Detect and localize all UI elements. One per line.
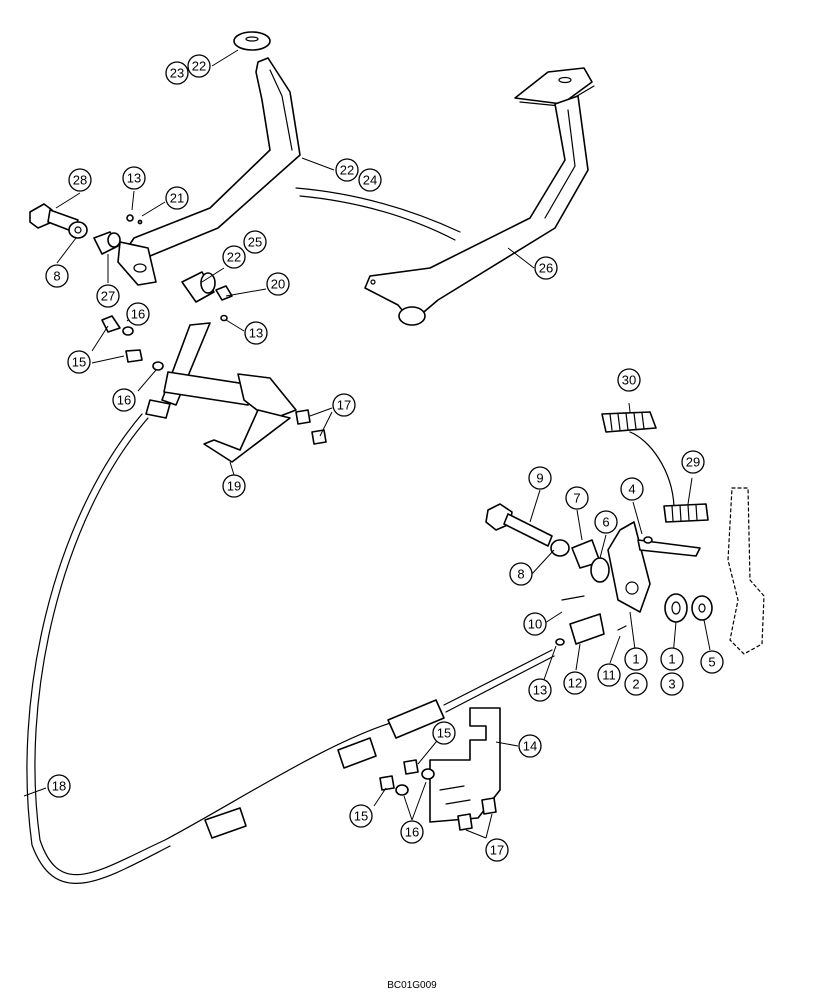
svg-text:26: 26 (539, 261, 553, 276)
callout-16c: 16 (400, 820, 424, 844)
svg-text:19: 19 (227, 479, 241, 494)
svg-text:22: 22 (340, 163, 354, 178)
svg-text:1: 1 (668, 652, 675, 667)
callout-16a: 16 (126, 302, 150, 326)
callout-13c: 13 (528, 678, 552, 702)
svg-text:9: 9 (536, 471, 543, 486)
callout-21: 21 (165, 186, 189, 210)
svg-text:7: 7 (573, 491, 580, 506)
svg-text:16: 16 (131, 307, 145, 322)
callout-6: 6 (594, 510, 618, 534)
callout-15c: 15 (349, 804, 373, 828)
svg-text:15: 15 (72, 355, 86, 370)
svg-text:30: 30 (622, 373, 636, 388)
callout-19: 19 (222, 474, 246, 498)
svg-text:12: 12 (568, 676, 582, 691)
svg-text:22: 22 (192, 59, 206, 74)
callout-23: 23 (165, 61, 189, 85)
svg-text:13: 13 (249, 326, 263, 341)
svg-text:28: 28 (73, 173, 87, 188)
svg-text:1: 1 (632, 652, 639, 667)
callout-22c: 22 (222, 245, 246, 269)
svg-text:16: 16 (405, 825, 419, 840)
callout-22b: 22 (335, 158, 359, 182)
svg-text:8: 8 (53, 269, 60, 284)
svg-text:4: 4 (628, 482, 635, 497)
svg-text:20: 20 (271, 277, 285, 292)
svg-text:2: 2 (632, 677, 639, 692)
svg-text:21: 21 (170, 191, 184, 206)
callout-17b: 17 (485, 838, 509, 862)
svg-text:14: 14 (523, 739, 537, 754)
callout-18: 18 (47, 774, 71, 798)
callout-11: 11 (597, 663, 621, 687)
callout-24: 24 (358, 168, 382, 192)
callout-8b: 8 (509, 562, 533, 586)
callout-20: 20 (266, 272, 290, 296)
pedal-linkage-right (485, 411, 765, 655)
svg-text:15: 15 (437, 726, 451, 741)
callout-9: 9 (528, 466, 552, 490)
svg-text:15: 15 (354, 809, 368, 824)
callout-13a: 13 (122, 166, 146, 190)
svg-text:3: 3 (668, 677, 675, 692)
pedal-arm-left (117, 31, 301, 286)
svg-text:16: 16 (117, 393, 131, 408)
svg-text:18: 18 (52, 779, 66, 794)
callout-14: 14 (518, 734, 542, 758)
callout-13b: 13 (244, 321, 268, 345)
callout-30: 30 (617, 368, 641, 392)
cross-shaft-line (295, 187, 461, 241)
svg-text:5: 5 (708, 655, 715, 670)
leader-lines (23, 49, 711, 839)
bolt-assembly-left (29, 203, 143, 255)
callout-29: 29 (681, 450, 705, 474)
cable-end-bracket (101, 315, 327, 463)
callout-10: 10 (523, 612, 547, 636)
callout-28: 28 (68, 168, 92, 192)
svg-text:11: 11 (602, 668, 616, 683)
mounting-bracket (379, 707, 501, 831)
callout-15a: 15 (67, 350, 91, 374)
svg-text:8: 8 (517, 567, 524, 582)
svg-text:23: 23 (170, 66, 184, 81)
callout-27: 27 (96, 284, 120, 308)
callout-3: 3 (660, 672, 684, 696)
svg-text:27: 27 (101, 289, 115, 304)
callout-1b: 1 (660, 647, 684, 671)
callout-12: 12 (563, 671, 587, 695)
callout-16b: 16 (112, 388, 136, 412)
svg-text:13: 13 (127, 171, 141, 186)
callout-1a: 1 (624, 647, 648, 671)
callout-15b: 15 (432, 721, 456, 745)
callout-8a: 8 (45, 264, 69, 288)
svg-text:10: 10 (528, 617, 542, 632)
bushing-assembly (181, 271, 233, 322)
callout-7: 7 (565, 486, 589, 510)
svg-text:24: 24 (363, 173, 377, 188)
svg-text:22: 22 (227, 250, 241, 265)
svg-text:13: 13 (533, 683, 547, 698)
callout-4: 4 (620, 477, 644, 501)
pedal-arm-right (364, 67, 595, 326)
svg-text:17: 17 (337, 398, 351, 413)
figure-code: BC01G009 (387, 980, 437, 991)
callout-17a: 17 (332, 393, 356, 417)
svg-text:29: 29 (686, 455, 700, 470)
callout-2: 2 (624, 672, 648, 696)
callout-25: 25 (243, 230, 267, 254)
callout-5: 5 (700, 650, 724, 674)
callout-26: 26 (534, 256, 558, 280)
svg-text:17: 17 (490, 843, 504, 858)
svg-text:25: 25 (248, 235, 262, 250)
svg-text:6: 6 (602, 515, 609, 530)
callout-22a: 22 (187, 54, 211, 78)
